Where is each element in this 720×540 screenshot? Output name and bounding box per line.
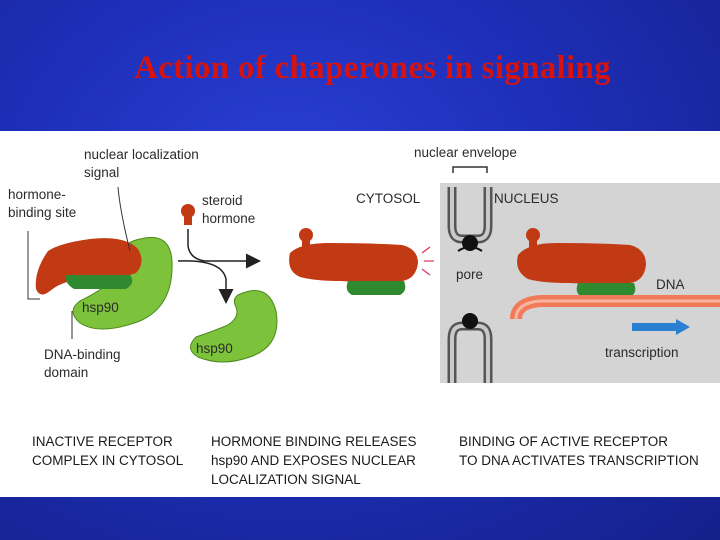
transcription-arrow <box>632 319 690 335</box>
label-nucleus: NUCLEUS <box>494 191 559 206</box>
slide-title: Action of chaperones in signaling <box>134 50 611 86</box>
label-steroid-1: steroid <box>202 193 243 208</box>
label-dna: DNA <box>656 277 685 292</box>
label-hormone-binding-1: hormone- <box>8 187 66 202</box>
pore-complex-bottom <box>462 313 478 329</box>
chaperone-signaling-figure: nuclear localization signal hormone- bin… <box>0 131 720 497</box>
label-dna-binding-1: DNA-binding <box>44 347 121 362</box>
label-pore: pore <box>456 267 483 282</box>
arrow-to-cytosol <box>187 229 261 269</box>
dna-strand-highlight <box>514 299 720 320</box>
nuclear-envelope-bracket <box>452 166 488 173</box>
label-steroid-2: hormone <box>202 211 255 226</box>
receptor-body <box>35 238 142 295</box>
inactive-receptor-complex <box>35 236 173 330</box>
arrow-hsp90-release <box>177 260 234 304</box>
dna-binding-domain <box>65 275 133 289</box>
leader-nls <box>117 186 131 252</box>
caption-step1-2: COMPLEX IN CYTOSOL <box>32 453 184 468</box>
slide-footer-background <box>0 497 720 540</box>
diagram-canvas: nuclear localization signal hormone- bin… <box>8 145 720 487</box>
active-receptor-cytosol <box>289 228 418 295</box>
caption-step2-3: LOCALIZATION SIGNAL <box>211 472 361 487</box>
label-nls-1: nuclear localization <box>84 147 199 162</box>
steroid-hormone <box>181 204 195 225</box>
label-dna-binding-2: domain <box>44 365 88 380</box>
caption-step3-1: BINDING OF ACTIVE RECEPTOR <box>459 434 668 449</box>
active-receptor-nucleus <box>517 228 646 297</box>
caption-step2-2: hsp90 AND EXPOSES NUCLEAR <box>211 453 416 468</box>
caption-step2-1: HORMONE BINDING RELEASES <box>211 434 417 449</box>
caption-step3-2: TO DNA ACTIVATES TRANSCRIPTION <box>459 453 699 468</box>
label-hormone-binding-2: binding site <box>8 205 76 220</box>
label-nls-2: signal <box>84 165 119 180</box>
label-cytosol: CYTOSOL <box>356 191 421 206</box>
label-hsp90-free: hsp90 <box>196 341 233 356</box>
caption-step1-1: INACTIVE RECEPTOR <box>32 434 173 449</box>
leader-hormone-binding <box>27 231 40 300</box>
label-transcription: transcription <box>605 345 679 360</box>
hsp90-free <box>190 290 278 363</box>
label-nuclear-envelope: nuclear envelope <box>414 145 517 160</box>
label-hsp90-bound: hsp90 <box>82 300 119 315</box>
nls-signal-mark <box>421 246 434 276</box>
